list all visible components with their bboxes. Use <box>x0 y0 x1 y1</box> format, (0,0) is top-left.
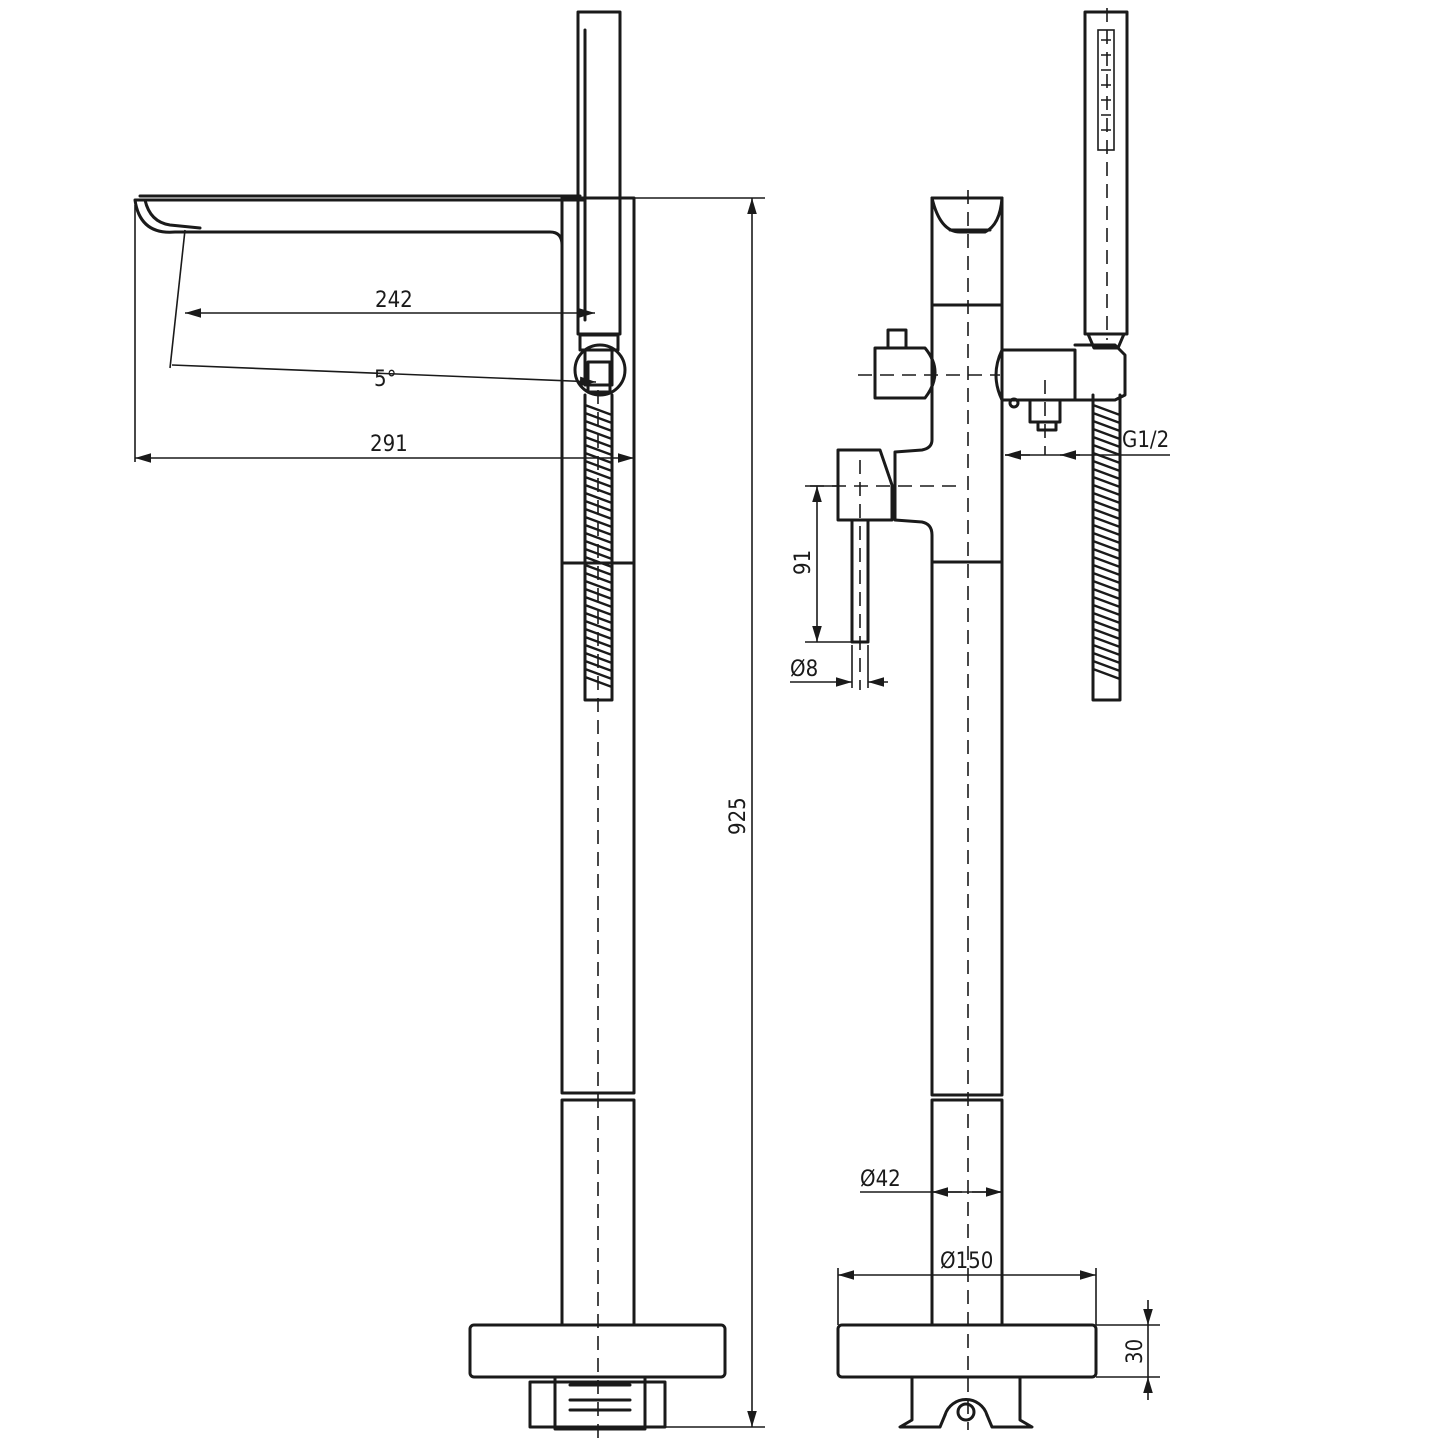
front-hose <box>1091 393 1122 702</box>
spout <box>133 198 587 562</box>
front-column-lower <box>930 1098 1004 1327</box>
dim-spout-reach: 242 <box>375 288 413 313</box>
dim-spout-angle: 5° <box>374 367 396 392</box>
front-view: 91 Ø8 G1/2 Ø42 Ø150 30 <box>790 8 1170 1430</box>
dim-handle-length: 91 <box>791 550 816 575</box>
dim-handle-diameter: Ø8 <box>790 657 818 682</box>
side-view: 242 5° 291 925 <box>133 10 765 1440</box>
front-fixing-bracket <box>898 1375 1034 1429</box>
dim-base-diameter: Ø150 <box>940 1249 993 1274</box>
dim-overall-height: 925 <box>726 797 751 835</box>
front-spout-head <box>930 196 1004 307</box>
dim-hose-thread: G1/2 <box>1122 428 1169 453</box>
dim-overall-projection: 291 <box>370 432 408 457</box>
front-handshower <box>1083 10 1129 350</box>
front-base-plate <box>836 1323 1098 1379</box>
side-holder <box>573 333 627 397</box>
front-column-upper <box>893 303 1004 564</box>
front-lever-handle <box>836 448 894 644</box>
dim-column-diameter: Ø42 <box>860 1167 901 1192</box>
front-column-middle <box>930 560 1004 1097</box>
front-diverter-knob <box>873 328 937 400</box>
front-hose-outlet <box>994 343 1127 432</box>
dim-base-height: 30 <box>1123 1339 1148 1364</box>
